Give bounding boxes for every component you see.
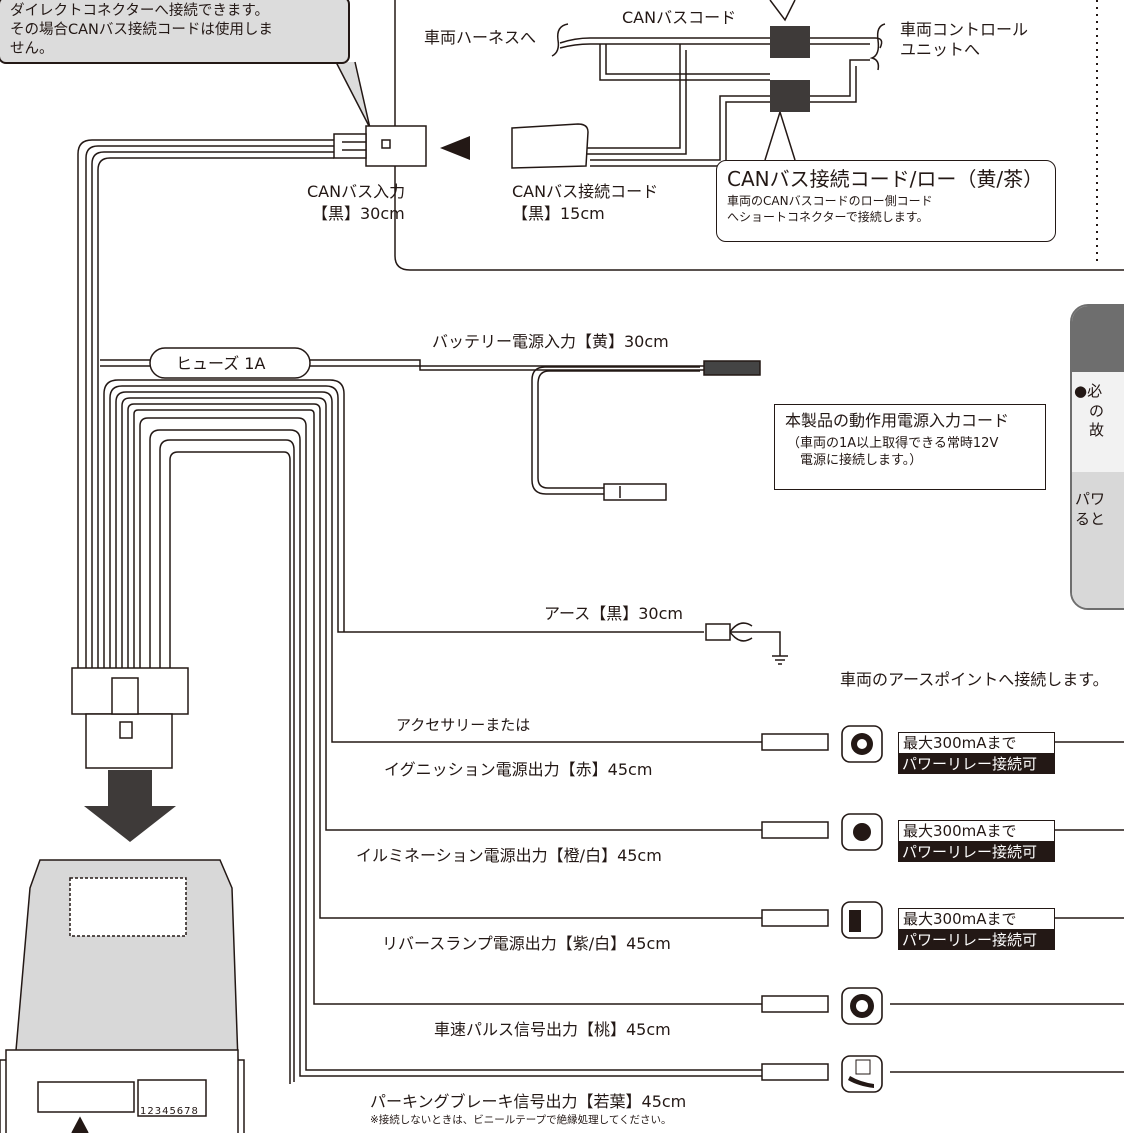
side-panel-body: ●必 の 故 [1072, 372, 1124, 441]
ignition-output-label: イグニッション電源出力【赤】45cm [384, 760, 653, 779]
control-unit-label-2: ユニットへ [900, 40, 981, 59]
badge-reverse: 最大300mAまで パワーリレー接続可 [898, 908, 1055, 950]
badge-illumination-max: 最大300mAまで [898, 820, 1055, 842]
can-low-desc-1: 車両のCANバスコードのロー側コード [727, 194, 933, 208]
side-panel-line-3: 故 [1074, 421, 1105, 439]
terminal-ignition [761, 733, 829, 751]
battery-label: バッテリー電源入力【黄】30cm [432, 332, 669, 351]
harness-label: 車両ハーネスへ [424, 28, 537, 47]
side-panel-header [1072, 306, 1124, 372]
terminal-parking [761, 1063, 829, 1081]
battery-info-box: 本製品の動作用電源入力コード （車両の1A以上取得できる常時12V 電源に接続し… [774, 404, 1046, 490]
callout-direct-connector: ダイレクトコネクターへ接続できます。 その場合CANバス接続コードは使用しま せ… [0, 0, 350, 64]
can-bus-cord-label: CANバスコード [622, 8, 737, 27]
reverse-gear-icon [841, 901, 883, 939]
side-panel-line-4: パワ [1075, 490, 1106, 508]
earth-target-label: 車両のアースポイントへ接続します。 [840, 670, 1109, 689]
badge-illumination-relay: パワーリレー接続可 [898, 842, 1055, 862]
side-panel-bottom: パワ ると [1072, 472, 1124, 608]
can-input-label: CANバス入力 [307, 182, 406, 201]
terminal-reverse [761, 909, 829, 927]
can-low-title: CANバス接続コード/ロー（黄/茶） [727, 167, 1044, 191]
illumination-output-label: イルミネーション電源出力【橙/白】45cm [356, 846, 662, 865]
callout-line-3: せん。 [10, 40, 54, 57]
callout-line-1: ダイレクトコネクターへ接続できます。 [10, 3, 269, 19]
can-input-spec: 【黒】30cm [312, 204, 405, 223]
can-connect-cord-spec: 【黒】15cm [512, 204, 605, 223]
badge-ignition-relay: パワーリレー接続可 [898, 754, 1055, 774]
parking-note: ※接続しないときは、ビニールテープで絶縁処理してください。 [370, 1114, 672, 1126]
speed-pulse-output-label: 車速パルス信号出力【桃】45cm [434, 1020, 671, 1039]
side-note-panel: ●必 の 故 パワ ると [1070, 304, 1124, 610]
ignition-label-top: アクセサリーまたは [396, 716, 531, 734]
terminal-speed [761, 995, 829, 1013]
badge-illumination: 最大300mAまで パワーリレー接続可 [898, 820, 1055, 862]
badge-ignition-max: 最大300mAまで [898, 732, 1055, 754]
dip-switch-numbers: 12345678 [140, 1106, 199, 1117]
side-panel-line-5: ると [1075, 509, 1106, 528]
can-low-box: CANバス接続コード/ロー（黄/茶） 車両のCANバスコードのロー側コード へシ… [716, 160, 1056, 242]
earth-label: アース【黒】30cm [544, 604, 683, 623]
side-panel-line-1: ●必 [1074, 382, 1103, 400]
can-connect-cord-label: CANバス接続コード [512, 182, 659, 201]
callout-line-2: その場合CANバス接続コードは使用しま [10, 21, 273, 38]
badge-reverse-relay: パワーリレー接続可 [898, 930, 1055, 950]
parking-brake-output-label: パーキングブレーキ信号出力【若葉】45cm [370, 1092, 687, 1111]
fuse-label: ヒューズ 1A [176, 354, 266, 373]
battery-box-desc-2: 電源に接続します。） [787, 452, 923, 468]
badge-ignition: 最大300mAまで パワーリレー接続可 [898, 732, 1055, 774]
terminal-illumination [761, 821, 829, 839]
side-panel-line-2: の [1074, 401, 1105, 420]
reverse-output-label: リバースランプ電源出力【紫/白】45cm [382, 934, 671, 953]
can-low-desc-2: へショートコネクターで接続します。 [727, 210, 929, 225]
badge-reverse-max: 最大300mAまで [898, 908, 1055, 930]
control-unit-label-1: 車両コントロール [900, 20, 1029, 39]
battery-box-desc-1: （車両の1A以上取得できる常時12V [787, 435, 999, 451]
battery-box-title: 本製品の動作用電源入力コード [785, 411, 1010, 430]
